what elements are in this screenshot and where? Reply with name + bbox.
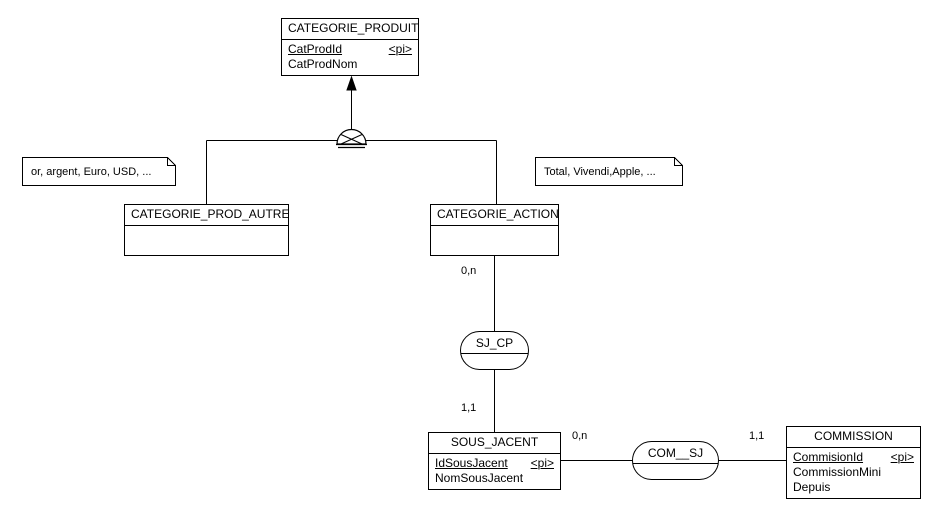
- attribute-flag: <pi>: [890, 450, 914, 464]
- note-text: Total, Vivendi,Apple, ...: [544, 165, 656, 178]
- entity-attributes: CatProdId <pi> CatProdNom: [282, 39, 418, 75]
- attribute-name: CommissionMini: [793, 465, 882, 479]
- note-text: or, argent, Euro, USD, ...: [31, 165, 152, 178]
- relationship-divider: [461, 353, 528, 391]
- attribute-name: Depuis: [793, 480, 831, 494]
- entity-categorie-produit[interactable]: CATEGORIE_PRODUIT CatProdId <pi> CatProd…: [281, 18, 419, 76]
- attribute-row: CatProdId <pi>: [288, 42, 412, 57]
- attribute-name: IdSousJacent: [435, 456, 508, 470]
- relationship-sj-cp[interactable]: SJ_CP: [460, 331, 529, 370]
- relationship-label: SJ_CP: [475, 336, 514, 350]
- note-categorie-prod-autre[interactable]: or, argent, Euro, USD, ...: [22, 157, 176, 186]
- attribute-row: Depuis: [793, 480, 914, 495]
- attribute-name: CatProdId: [288, 42, 343, 56]
- attribute-row: NomSousJacent: [435, 471, 554, 486]
- entity-title: CATEGORIE_PROD_AUTRE: [131, 207, 290, 221]
- attribute-row: IdSousJacent <pi>: [435, 456, 554, 471]
- attribute-row: CatProdNom: [288, 57, 412, 72]
- cardinality-comsj-commission: 1,1: [749, 430, 765, 442]
- entity-title: CATEGORIE_PRODUIT: [288, 21, 419, 35]
- attribute-row: CommissionMini: [793, 465, 914, 480]
- entity-sous-jacent[interactable]: SOUS_JACENT IdSousJacent <pi> NomSousJac…: [428, 432, 561, 490]
- attribute-row: CommisionId <pi>: [793, 450, 914, 465]
- entity-attributes: IdSousJacent <pi> NomSousJacent: [429, 453, 560, 489]
- entity-attributes: [125, 225, 288, 257]
- relationship-divider: [633, 463, 718, 501]
- note-shape: [22, 157, 176, 186]
- attribute-flag: <pi>: [530, 456, 554, 470]
- relationship-com-sj[interactable]: COM__SJ: [632, 441, 719, 480]
- entity-commission[interactable]: COMMISSION CommisionId <pi> CommissionMi…: [786, 426, 921, 499]
- cardinality-sjcp-sousjacent: 1,1: [461, 402, 477, 414]
- entity-attributes: [431, 225, 558, 257]
- entity-categorie-prod-autre[interactable]: CATEGORIE_PROD_AUTRE: [124, 204, 289, 256]
- relationship-label: COM__SJ: [647, 446, 704, 460]
- inheritance-symbol: [336, 128, 367, 149]
- attribute-flag: <pi>: [388, 42, 412, 56]
- entity-title: SOUS_JACENT: [450, 435, 539, 449]
- note-categorie-action[interactable]: Total, Vivendi,Apple, ...: [535, 157, 683, 186]
- attribute-name: CatProdNom: [288, 57, 358, 71]
- entity-title: COMMISSION: [814, 429, 893, 443]
- entity-categorie-action[interactable]: CATEGORIE_ACTION: [430, 204, 559, 256]
- entity-title: CATEGORIE_ACTION: [437, 207, 559, 221]
- cardinality-sousjacent-comsj: 0,n: [572, 430, 588, 442]
- note-shape: [535, 157, 683, 186]
- attribute-name: NomSousJacent: [435, 471, 524, 485]
- inheritance-arrowhead: [346, 75, 357, 91]
- entity-attributes: CommisionId <pi> CommissionMini Depuis: [787, 447, 920, 498]
- cardinality-action-sjcp: 0,n: [461, 265, 477, 277]
- attribute-name: CommisionId: [793, 450, 864, 464]
